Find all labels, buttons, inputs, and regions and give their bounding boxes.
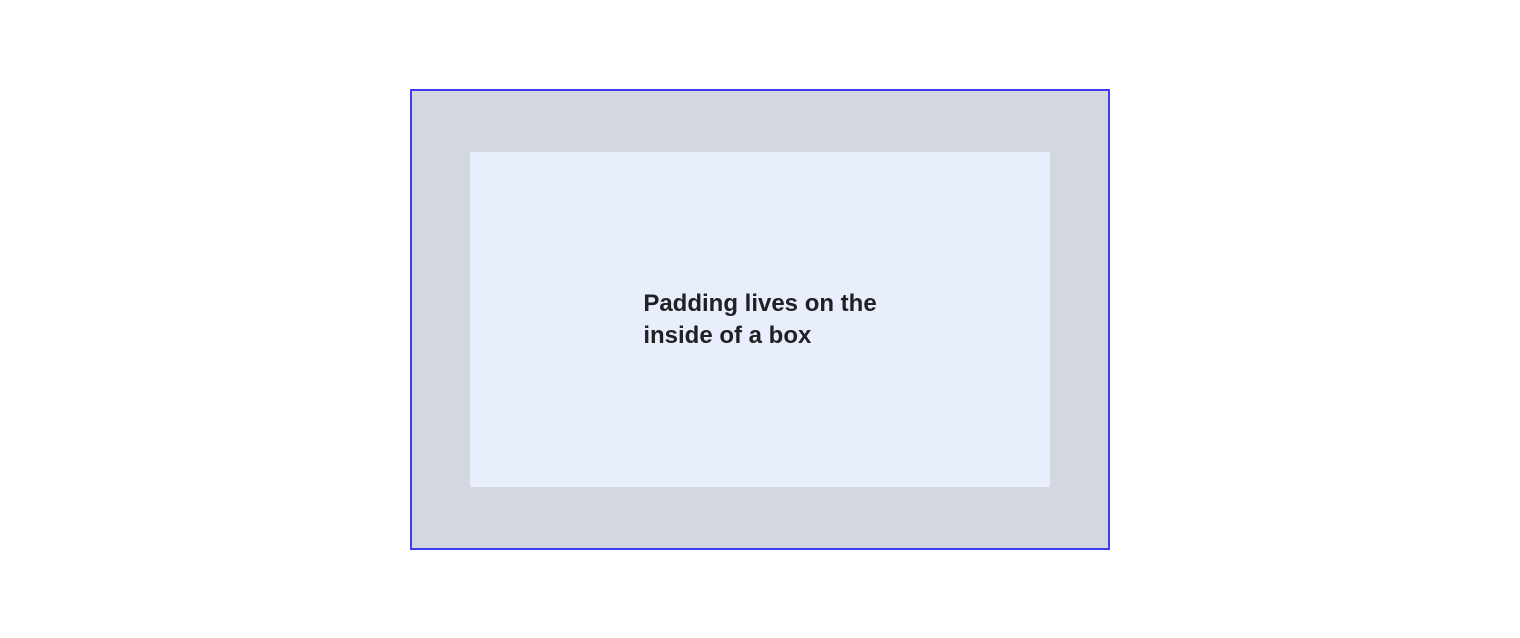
content-box: Padding lives on the inside of a box	[470, 152, 1050, 487]
padding-caption-line2: inside of a box	[643, 321, 812, 349]
padding-caption: Padding lives on the inside of a box	[643, 288, 876, 352]
padding-area-box: Padding lives on the inside of a box	[410, 89, 1110, 550]
padding-caption-line1: Padding lives on the	[643, 289, 877, 317]
